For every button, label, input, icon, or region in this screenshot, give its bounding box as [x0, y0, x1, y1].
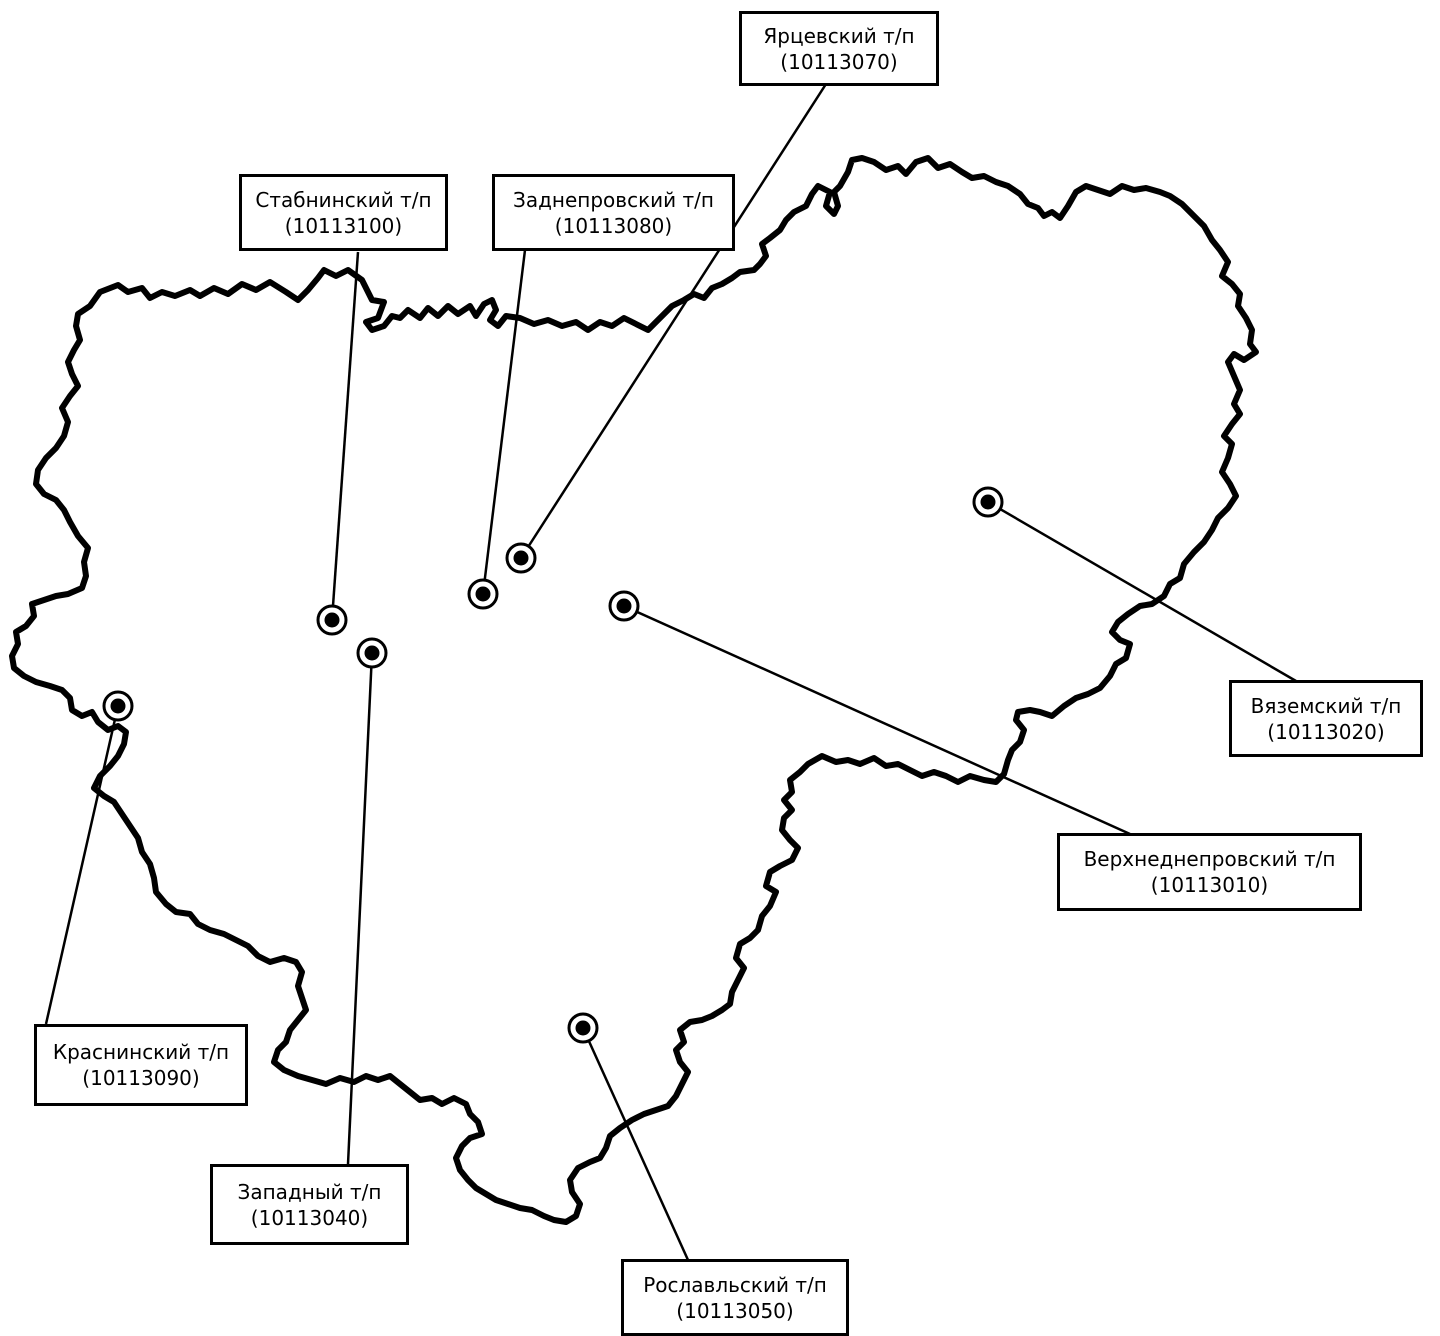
marker-roslavlsky[interactable]	[567, 1012, 599, 1044]
label-roslavlsky-name: Рославльский т/п	[643, 1272, 827, 1297]
label-zapadny-code: (10113040)	[250, 1205, 369, 1230]
label-krasninsky-code: (10113090)	[82, 1066, 200, 1090]
label-vyazemsky-code: (10113020)	[1267, 719, 1385, 744]
label-zadneprovsky: Заднепровский т/п (10113080)	[492, 174, 735, 251]
label-vyazemsky-name: Вяземский т/п	[1250, 693, 1402, 718]
leader-line-zadneprovsky	[481, 249, 527, 595]
leader-line-vyazemsky	[987, 500, 1297, 683]
label-zapadny: Западный т/п (10113040)	[210, 1164, 409, 1245]
label-stabninsky-name: Стабнинский т/п	[255, 187, 432, 212]
marker-verkhnedneprovsky[interactable]	[608, 590, 640, 622]
leader-line-roslavlsky	[581, 1027, 690, 1261]
label-krasninsky: Краснинский т/п (10113090)	[34, 1024, 248, 1106]
label-stabninsky-code: (10113100)	[284, 213, 403, 238]
marker-zadneprovsky[interactable]	[467, 578, 499, 610]
leader-line-verkhnedneprovsky	[623, 604, 1131, 836]
label-yartsevsky-code: (10113070)	[780, 49, 898, 74]
label-zadneprovsky-code: (10113080)	[554, 213, 673, 238]
label-stabninsky: Стабнинский т/п (10113100)	[239, 174, 448, 251]
label-krasninsky-name: Краснинский т/п	[52, 1040, 230, 1064]
marker-vyazemsky[interactable]	[972, 486, 1004, 518]
label-yartsevsky-name: Ярцевский т/п	[763, 23, 915, 48]
label-roslavlsky: Рославльский т/п (10113050)	[621, 1259, 849, 1336]
label-yartsevsky: Ярцевский т/п (10113070)	[739, 11, 939, 86]
label-roslavlsky-code: (10113050)	[676, 1298, 794, 1323]
marker-stabninsky[interactable]	[316, 604, 348, 636]
label-zapadny-name: Западный т/п	[237, 1179, 382, 1204]
leader-line-krasninsky	[44, 705, 120, 1025]
label-verkhnedneprovsky: Верхнеднепровский т/п (10113010)	[1057, 833, 1362, 911]
region-border	[9, 155, 1259, 1225]
leader-line-stabninsky	[330, 251, 360, 621]
label-verkhnedneprovsky-code: (10113010)	[1150, 873, 1269, 897]
marker-yartsevsky[interactable]	[505, 542, 537, 574]
marker-zapadny[interactable]	[356, 637, 388, 669]
leader-line-zapadny	[346, 652, 374, 1165]
leader-line-yartsevsky	[519, 83, 828, 559]
marker-krasninsky[interactable]	[102, 690, 134, 722]
label-verkhnedneprovsky-name: Верхнеднепровский т/п	[1083, 847, 1336, 871]
label-zadneprovsky-name: Заднепровский т/п	[513, 187, 714, 212]
label-vyazemsky: Вяземский т/п (10113020)	[1229, 680, 1423, 757]
